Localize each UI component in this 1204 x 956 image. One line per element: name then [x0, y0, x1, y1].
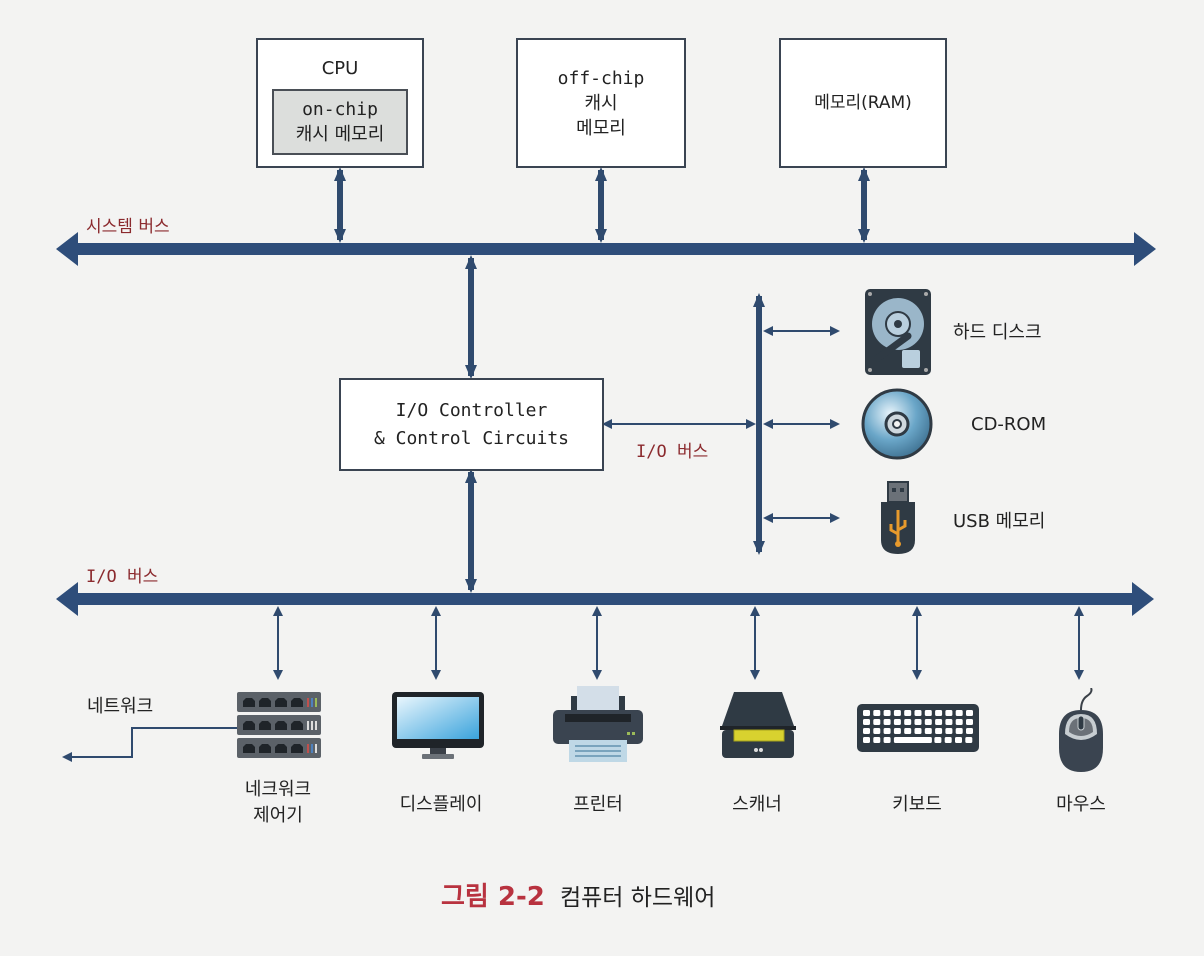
keyboard-label: 키보드 [892, 794, 942, 815]
system-bus-left-arrowhead [56, 232, 78, 266]
network-controller-label-line1: 네크워크 [244, 779, 312, 800]
keyboard-key [955, 719, 963, 725]
network-line [62, 727, 238, 762]
offchip-line2: 캐시 [584, 92, 618, 114]
io-bus-mid-label: I/O 버스 [636, 442, 709, 462]
keyboard-key [924, 728, 932, 734]
keyboard-key [863, 728, 870, 734]
cpu-box: CPU on-chip 캐시 메모리 [256, 38, 424, 168]
printer-icon [553, 686, 643, 762]
cd-rom-icon [861, 388, 933, 460]
keyboard-key [863, 710, 870, 716]
keyboard-key [914, 719, 922, 725]
keyboard-key [966, 719, 973, 725]
keyboard-key [873, 728, 881, 734]
keyboard-key [904, 719, 912, 725]
keyboard-key [873, 737, 881, 743]
system-bus [56, 232, 1156, 266]
keyboard-key [893, 737, 932, 743]
keyboard-key [935, 728, 943, 734]
keyboard-key [863, 719, 870, 725]
keyboard-key [914, 728, 922, 734]
keyboard-key [955, 737, 962, 743]
keyboard-icon [857, 704, 979, 752]
keyboard-key [945, 710, 953, 716]
io-bus-left-arrowhead [56, 582, 78, 616]
io-bus-bottom [56, 582, 1154, 616]
keyboard-key [893, 728, 901, 734]
keyboard-key [924, 719, 932, 725]
offchip-line3: 메모리 [576, 117, 626, 139]
keyboard-key [955, 728, 963, 734]
keyboard-key [935, 710, 943, 716]
io-controller-line1: I/O Controller [395, 399, 548, 421]
system-bus-right-arrowhead [1134, 232, 1156, 266]
keyboard-key [883, 728, 891, 734]
figure-number: 그림 2-2 [441, 882, 545, 912]
figure-title: 컴퓨터 하드웨어 [559, 885, 716, 911]
io-controller-line2: & Control Circuits [373, 427, 570, 449]
offchip-cache-box: off-chip 캐시 메모리 [516, 38, 686, 168]
keyboard-key [935, 719, 943, 725]
keyboard-key [904, 710, 912, 716]
hard-disk-label: 하드 디스크 [953, 322, 1042, 343]
keyboard-key [883, 710, 891, 716]
ram-box: 메모리(RAM) [779, 38, 947, 168]
usb-icon [881, 481, 915, 554]
ram-label: 메모리(RAM) [814, 92, 912, 113]
keyboard-key [914, 710, 922, 716]
keyboard-key [893, 719, 901, 725]
keyboard-key [955, 710, 963, 716]
keyboard-key [883, 737, 891, 743]
io-bus-right-arrowhead [1132, 582, 1154, 616]
figure-caption: 그림 2-2 컴퓨터 하드웨어 [441, 876, 715, 913]
mouse-label: 마우스 [1056, 794, 1106, 815]
system-bus-label: 시스템 버스 [86, 217, 170, 237]
keyboard-key [945, 728, 953, 734]
keyboard-key [966, 710, 973, 716]
scanner-label: 스캐너 [732, 794, 782, 815]
scanner-icon [720, 692, 796, 758]
on-chip-cache-label: 캐시 메모리 [295, 123, 385, 145]
network-controller-label-line2: 제어기 [253, 805, 303, 826]
network-label: 네트워크 [87, 696, 154, 717]
keyboard-key [873, 719, 881, 725]
network-controller-label: 네크워크 제어기 [245, 777, 311, 829]
keyboard-key [893, 710, 901, 716]
keyboard-key [944, 737, 952, 743]
offchip-line1: off-chip [557, 67, 645, 89]
io-controller-box: I/O Controller & Control Circuits [339, 378, 604, 471]
network-switch-icon [237, 692, 321, 758]
hard-disk-icon [865, 289, 931, 375]
keyboard-key [863, 737, 870, 743]
keyboard-key [924, 710, 932, 716]
cd-rom-label: CD-ROM [971, 414, 1047, 435]
cpu-title: CPU [321, 58, 359, 79]
printer-label: 프린터 [573, 794, 623, 815]
usb-label: USB 메모리 [953, 511, 1046, 532]
on-chip-label: on-chip [302, 98, 378, 120]
on-chip-cache-box: on-chip 캐시 메모리 [272, 89, 408, 155]
keyboard-key [965, 737, 973, 743]
keyboard-key [904, 728, 912, 734]
keyboard-key [883, 719, 891, 725]
keyboard-key [945, 719, 953, 725]
monitor-icon [392, 692, 484, 759]
keyboard-key [934, 737, 942, 743]
keyboard-key [873, 710, 881, 716]
keyboard-key [966, 728, 973, 734]
display-label: 디스플레이 [399, 794, 483, 815]
io-bus-bottom-label: I/O 버스 [86, 567, 159, 587]
mouse-icon [1059, 688, 1103, 772]
